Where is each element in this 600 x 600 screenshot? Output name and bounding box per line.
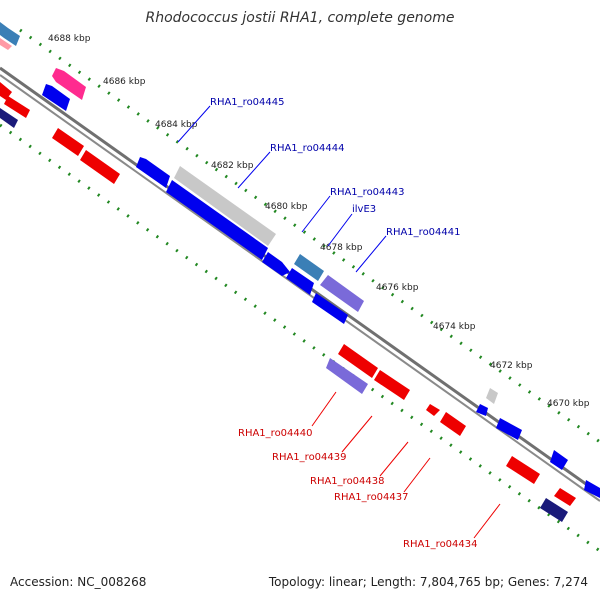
gene-arrow[interactable] — [338, 344, 378, 378]
kbp-label: 4680 kbp — [265, 202, 308, 212]
gene-label[interactable]: RHA1_ro04438 — [310, 476, 385, 487]
gene-arrow[interactable] — [166, 180, 268, 260]
kbp-label: 4676 kbp — [376, 283, 419, 293]
gene-arrow[interactable] — [52, 128, 84, 156]
gene-arrow[interactable] — [0, 108, 18, 128]
gene-arrow[interactable] — [440, 412, 466, 436]
accession-text: Accession: NC_008268 — [10, 575, 146, 589]
gene-label[interactable]: RHA1_ro04443 — [330, 187, 405, 198]
gene-label[interactable]: RHA1_ro04445 — [210, 97, 285, 108]
gene-arrow[interactable] — [554, 488, 576, 506]
gene-arrow[interactable] — [540, 498, 568, 522]
gene-arrow[interactable] — [0, 38, 12, 50]
gene-arrow[interactable] — [294, 254, 324, 281]
gene-arrow[interactable] — [486, 388, 498, 404]
gene-arrow[interactable] — [52, 68, 86, 100]
gene-arrow[interactable] — [0, 22, 20, 46]
gene-arrow[interactable] — [426, 404, 440, 416]
gene-label[interactable]: RHA1_ro04439 — [272, 452, 347, 463]
gene-arrow[interactable] — [326, 358, 368, 394]
gene-arrow[interactable] — [584, 480, 600, 498]
ruler-top — [19, 28, 600, 444]
kbp-label: 4688 kbp — [48, 34, 91, 44]
genome-summary-text: Topology: linear; Length: 7,804,765 bp; … — [268, 575, 588, 589]
gene-arrow[interactable] — [262, 252, 290, 276]
kbp-label: 4682 kbp — [211, 161, 254, 171]
gene-arrow[interactable] — [136, 157, 170, 188]
gene-arrow[interactable] — [476, 404, 488, 416]
gene-label[interactable]: RHA1_ro04437 — [334, 492, 409, 503]
kbp-label: 4686 kbp — [103, 77, 146, 87]
gene-arrow[interactable] — [174, 166, 276, 246]
forward-genes — [0, 22, 600, 498]
kbp-label: 4678 kbp — [320, 243, 363, 253]
gene-arrow[interactable] — [320, 275, 364, 312]
gene-arrow[interactable] — [374, 370, 410, 400]
gene-arrow[interactable] — [80, 150, 120, 184]
kbp-label: 4672 kbp — [490, 361, 533, 371]
gene-label[interactable]: RHA1_ro04441 — [386, 227, 461, 238]
gene-arrow[interactable] — [312, 293, 348, 324]
map-title: Rhodococcus jostii RHA1, complete genome — [145, 10, 454, 26]
kbp-label: 4684 kbp — [155, 120, 198, 130]
gene-arrow[interactable] — [42, 84, 70, 111]
gene-arrow[interactable] — [0, 82, 12, 100]
reverse-leaders — [311, 391, 501, 539]
kbp-label: 4674 kbp — [433, 322, 476, 332]
gene-arrow[interactable] — [506, 456, 540, 484]
gene-label[interactable]: RHA1_ro04434 — [403, 539, 478, 550]
reverse-genes — [0, 82, 576, 522]
kbp-label: 4670 kbp — [547, 399, 590, 409]
forward-leaders — [177, 105, 387, 273]
gene-label[interactable]: RHA1_ro04444 — [270, 143, 345, 154]
ruler-bottom — [0, 123, 600, 553]
gene-arrow[interactable] — [550, 450, 568, 470]
gene-label[interactable]: RHA1_ro04440 — [238, 428, 313, 439]
gene-label[interactable]: ilvE3 — [352, 204, 376, 215]
gene-arrow[interactable] — [4, 96, 30, 118]
gene-arrow[interactable] — [286, 268, 314, 295]
gene-arrow[interactable] — [496, 418, 522, 440]
